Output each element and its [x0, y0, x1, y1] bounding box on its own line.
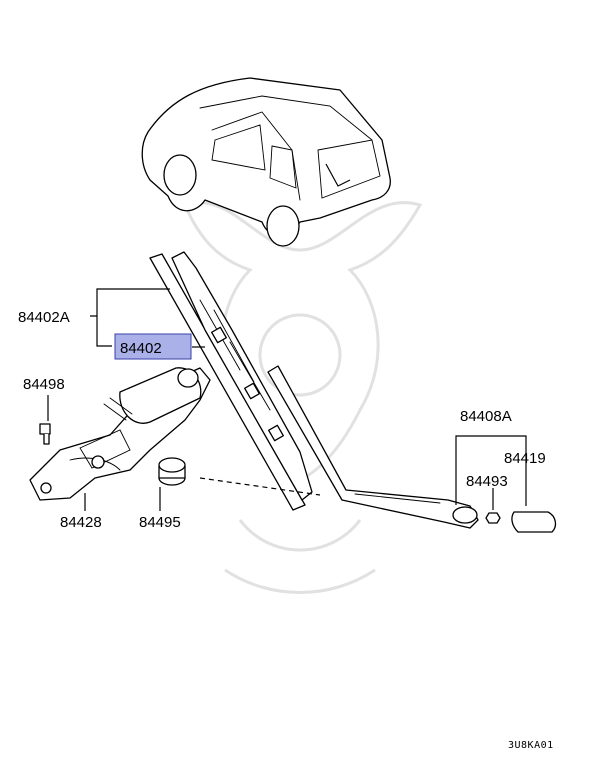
wiper-motor	[29, 367, 211, 501]
callout-84402A[interactable]: 84402A	[18, 309, 70, 326]
wiper-cap	[511, 511, 557, 533]
watermark-emblem	[182, 201, 423, 594]
callout-84498[interactable]: 84498	[23, 376, 65, 393]
callout-84408A[interactable]: 84408A	[460, 408, 512, 425]
bolt	[39, 423, 51, 445]
highlight-box	[114, 333, 192, 360]
callout-84419[interactable]: 84419	[504, 450, 546, 467]
wiper-arm	[267, 365, 479, 529]
callout-84428[interactable]: 84428	[60, 514, 102, 531]
callout-84493[interactable]: 84493	[466, 473, 508, 490]
callout-84402[interactable]: 84402	[120, 340, 162, 357]
diagram-code: 3U8KA01	[508, 740, 554, 751]
vehicle-outline	[141, 77, 391, 247]
callout-84495[interactable]: 84495	[139, 514, 181, 531]
wiper-blade	[149, 251, 313, 511]
leader-lines	[47, 288, 527, 511]
grommet	[158, 457, 321, 496]
nut	[485, 512, 501, 524]
